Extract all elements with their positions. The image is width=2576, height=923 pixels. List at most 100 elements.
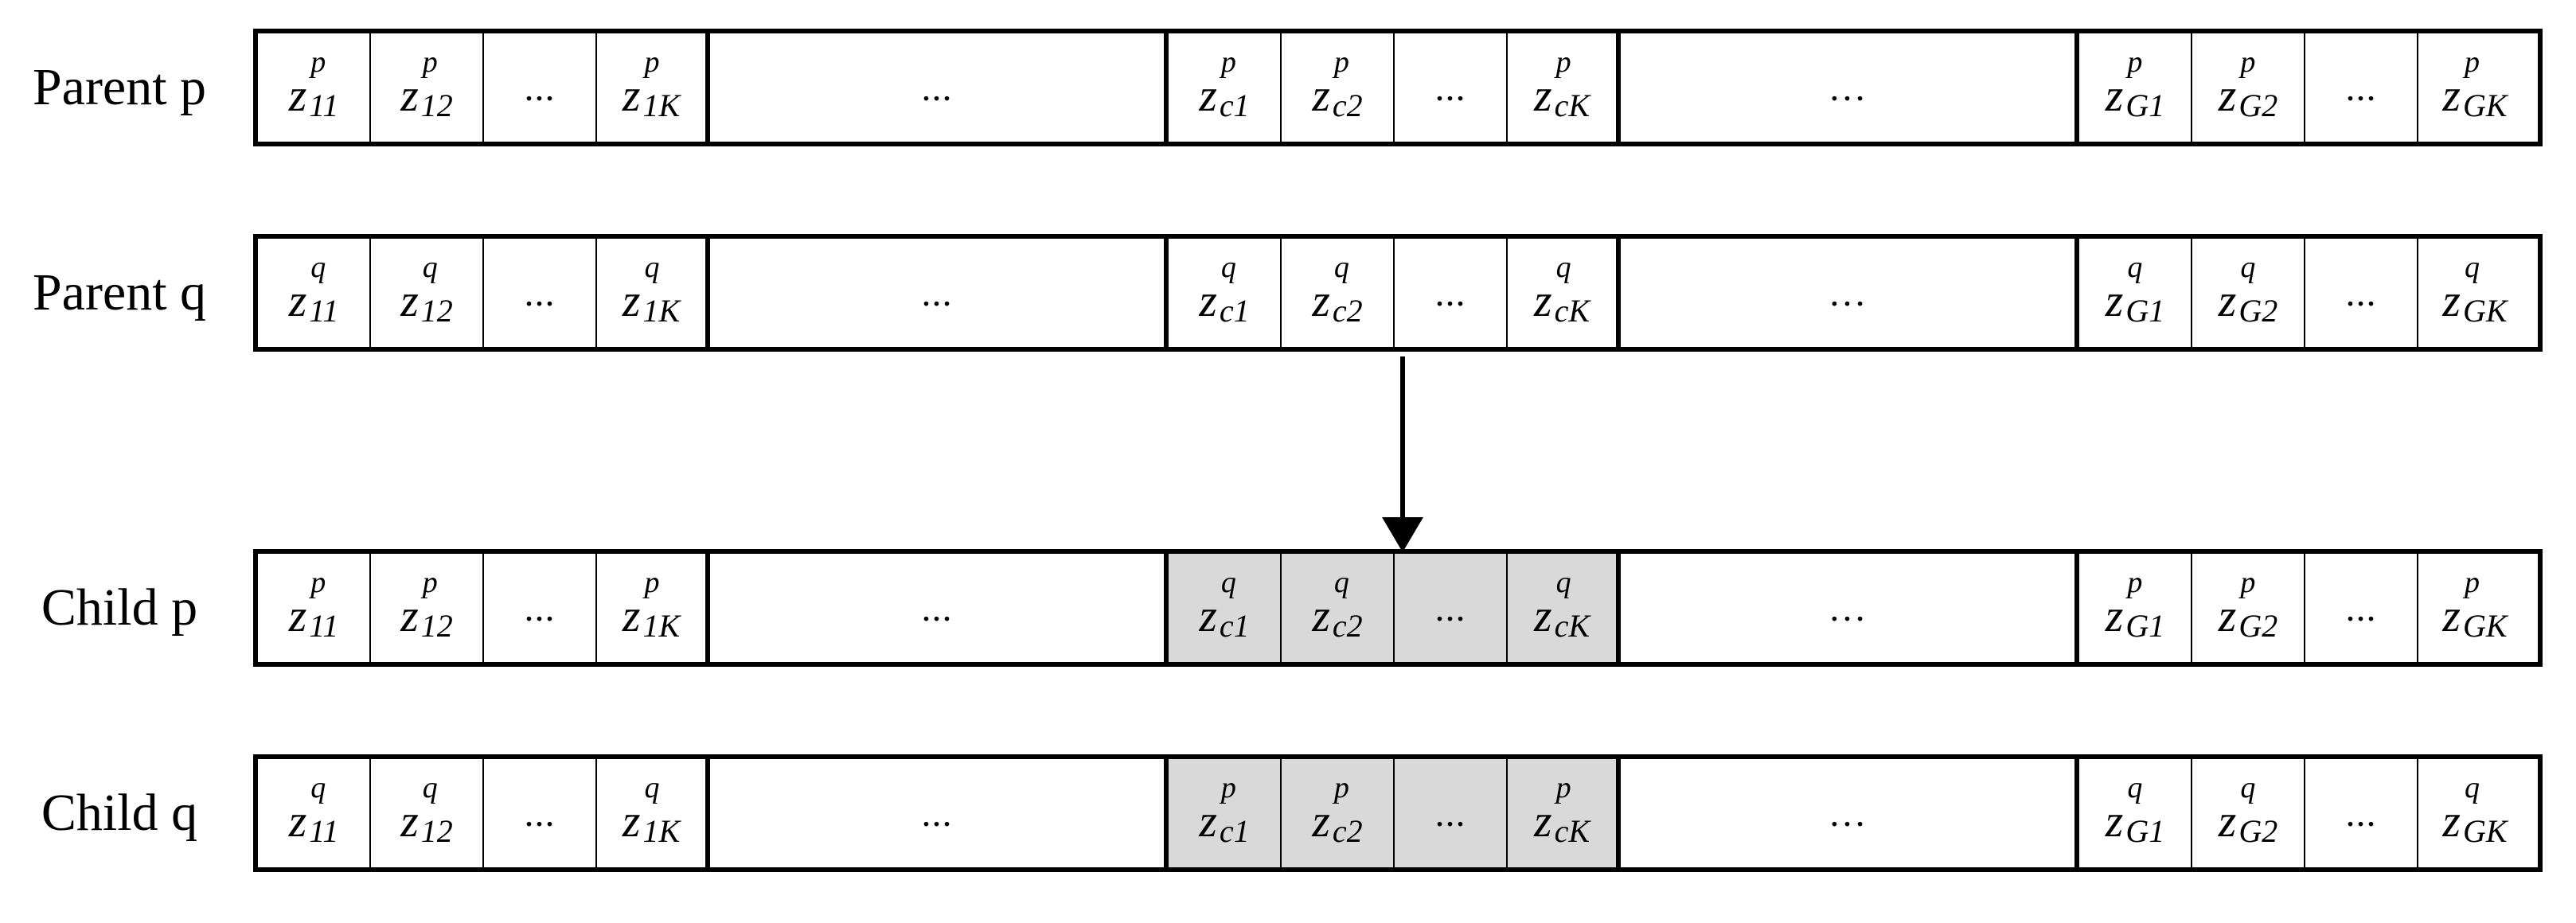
ellipsis-text: ... [524,586,556,629]
gene-index-subscript: c2 [1332,608,1363,644]
ellipsis-text: ... [524,792,556,835]
gene-base: z [288,69,307,121]
gene-parent-superscript: p [2465,45,2480,79]
gap-block: ... [710,33,1169,142]
ellipsis-text: … [1828,586,1868,629]
gene-index-subscript: 1K [642,293,681,329]
gene-index-subscript: GK [2463,88,2508,123]
gene-parent-superscript: q [644,251,660,284]
gene-index-subscript: c1 [1219,88,1250,123]
gene-index-subscript: G2 [2238,608,2278,644]
gene-base: z [2105,69,2124,121]
gene-parent-superscript: q [2465,771,2480,804]
gene-base: z [2442,590,2461,641]
gene-parent-superscript: p [1333,771,1349,804]
gene-index-subscript: c1 [1219,293,1250,329]
gene-index-subscript: 1K [642,813,681,849]
gene-index-subscript: c2 [1332,293,1363,329]
ellipsis-text: ... [2345,792,2377,835]
ellipsis-cell: ... [2305,239,2418,347]
gene-base: z [2218,275,2237,326]
gene-parent-superscript: p [422,45,438,79]
gene-base: z [2442,69,2461,121]
gene-parent-superscript: p [1555,771,1571,804]
gene-parent-superscript: p [2127,566,2143,599]
gene-parent-superscript: p [1220,771,1236,804]
gene-index-subscript: cK [1554,88,1590,123]
gene-base: z [1533,69,1552,121]
gene-parent-superscript: q [2127,771,2143,804]
gene-parent-superscript: p [644,566,660,599]
ellipsis-cell: ... [2305,554,2418,662]
gene-index-subscript: G2 [2238,813,2278,849]
gene-parent-superscript: p [644,45,660,79]
gene-parent-superscript: p [2465,566,2480,599]
gene-index-subscript: G1 [2125,608,2165,644]
ellipsis-text: ... [2345,586,2377,629]
gene-index-subscript: 12 [420,608,453,644]
gene-base: z [400,795,419,847]
gene-parent-superscript: q [1220,566,1236,599]
gene-parent-superscript: q [2240,251,2256,284]
ellipsis-cell: ... [1395,239,1508,347]
gene-base: z [400,590,419,641]
gene-parent-superscript: q [422,251,438,284]
ellipsis-text: ... [921,66,953,109]
ellipsis-cell: ... [484,239,597,347]
gene-index-subscript: G1 [2125,813,2165,849]
gene-parent-superscript: q [1555,566,1571,599]
gene-base: z [1312,590,1330,641]
ellipsis-cell: ... [1395,33,1508,142]
ellipsis-text: ... [1434,271,1466,314]
gene-base: z [1199,275,1217,326]
gene-base: z [288,795,307,847]
gene-index-subscript: 11 [309,813,339,849]
gene-base: z [2218,69,2237,121]
gene-parent-superscript: q [2240,771,2256,804]
ellipsis-cell: ... [484,554,597,662]
